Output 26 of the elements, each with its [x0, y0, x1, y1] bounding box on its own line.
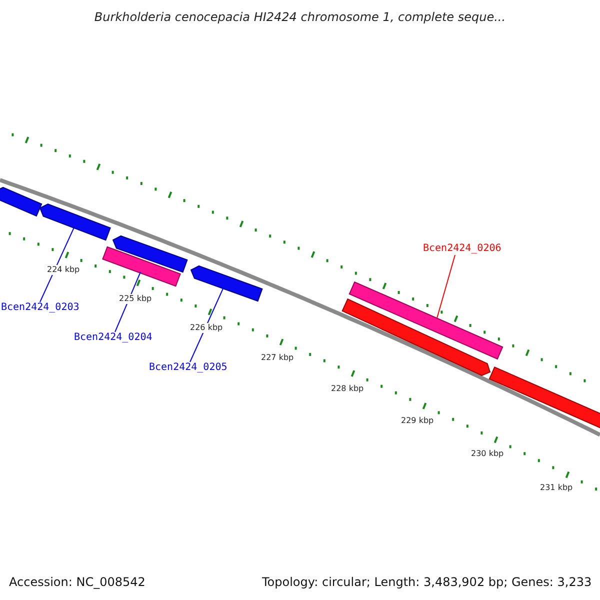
title: Burkholderia cenocepacia HI2424 chromosome 1, complete seque...: [93, 10, 507, 24]
scale-label: 226 kbp: [189, 323, 224, 333]
gene-label: Bcen2424_0205: [149, 362, 228, 374]
leader-line: [40, 226, 75, 302]
gene-block: [112, 235, 188, 273]
gene-block: [488, 366, 600, 430]
scale-label: 225 kbp: [118, 294, 153, 304]
scale-label: 230 kbp: [470, 449, 505, 459]
scale-label: 231 kbp: [539, 483, 574, 493]
gene-block: [190, 265, 263, 302]
leader-line: [190, 287, 224, 362]
footer-text: Topology: circular; Length: 3,483,902 bp; Genes: 3,233: [262, 575, 592, 589]
scale-label: 224 kbp: [46, 265, 81, 275]
gene-block: [0, 186, 42, 217]
scale-label: 229 kbp: [400, 416, 435, 426]
footer-text: Accession: NC_008542: [9, 575, 146, 589]
gene-label: Bcen2424_0203: [1, 302, 80, 314]
gene-block: [342, 298, 491, 376]
gene-label: Bcen2424_0204: [74, 332, 152, 344]
leader-line: [436, 254, 456, 318]
gene-bar: [102, 246, 181, 287]
gene-bar: [348, 281, 504, 360]
gene-block: [39, 204, 111, 241]
scale-label: 228 kbp: [330, 384, 365, 394]
gene-label: Bcen2424_0206: [423, 243, 502, 255]
scale-label: 227 kbp: [260, 353, 295, 363]
